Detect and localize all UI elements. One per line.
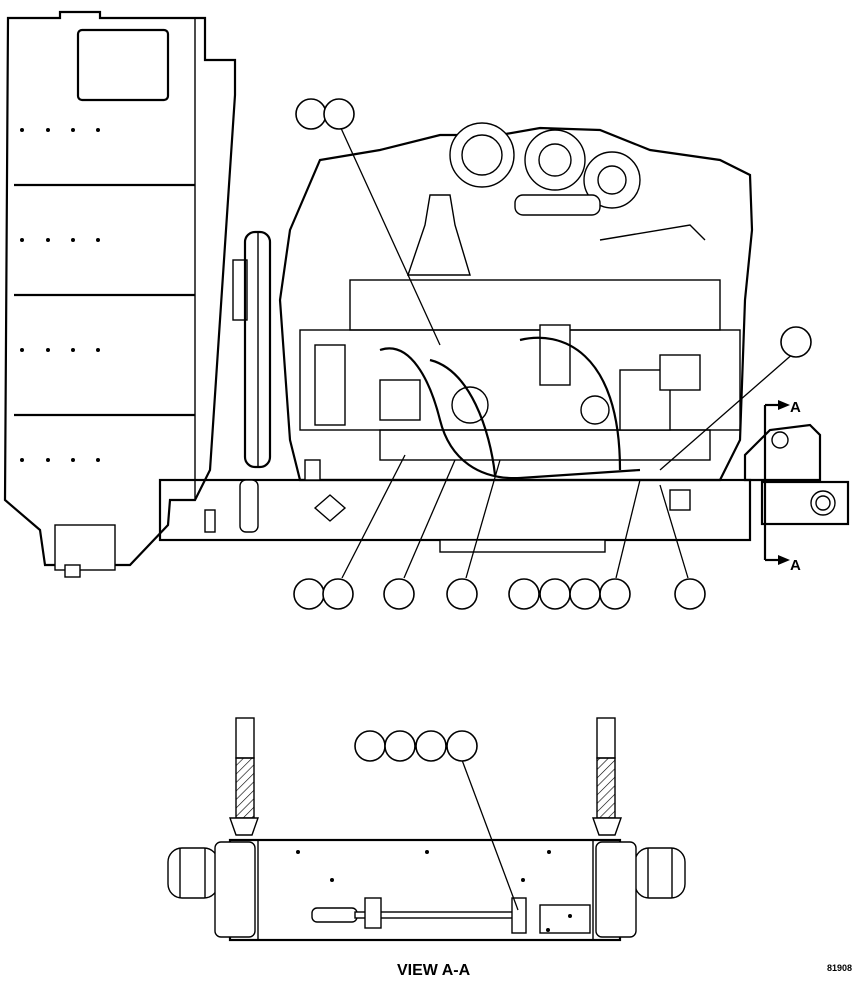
callout-balloon[interactable] bbox=[674, 578, 706, 610]
callout-balloon[interactable] bbox=[599, 578, 631, 610]
callout-balloon[interactable] bbox=[354, 730, 386, 762]
engine-frame-rail bbox=[158, 478, 752, 553]
section-marker-top: A bbox=[790, 399, 801, 416]
right-isolator bbox=[595, 841, 686, 938]
figure-number: 81908 bbox=[827, 963, 852, 973]
turbochargers bbox=[449, 122, 641, 216]
radiator-bolt-holes bbox=[20, 128, 100, 462]
rear-mount-bracket bbox=[743, 423, 850, 526]
view-a-a: VIEW A-A bbox=[167, 717, 686, 979]
radiator-housing bbox=[3, 10, 237, 578]
left-isolator bbox=[167, 841, 256, 938]
callout-balloon[interactable] bbox=[446, 578, 478, 610]
callout-balloons-main bbox=[293, 98, 812, 610]
section-marker-a: A A bbox=[763, 399, 801, 574]
section-marker-bottom: A bbox=[790, 557, 801, 574]
callout-balloon[interactable] bbox=[295, 98, 327, 130]
callout-balloons-view-a-a bbox=[354, 730, 478, 762]
callout-balloon[interactable] bbox=[780, 326, 812, 358]
callout-balloon[interactable] bbox=[508, 578, 540, 610]
fuel-lines bbox=[379, 224, 706, 480]
callout-leaders-main bbox=[339, 125, 796, 579]
callout-balloon[interactable] bbox=[293, 578, 325, 610]
fuel-line-assembly bbox=[311, 897, 591, 934]
callout-balloon[interactable] bbox=[569, 578, 601, 610]
callout-balloon[interactable] bbox=[384, 730, 416, 762]
callout-balloon[interactable] bbox=[322, 578, 354, 610]
fan-pulley bbox=[232, 230, 272, 469]
callout-balloon[interactable] bbox=[383, 578, 415, 610]
callout-balloon[interactable] bbox=[446, 730, 478, 762]
callout-balloon[interactable] bbox=[415, 730, 447, 762]
callout-balloon[interactable] bbox=[539, 578, 571, 610]
view-label: VIEW A-A bbox=[397, 962, 471, 977]
callout-balloon[interactable] bbox=[323, 98, 355, 130]
engine-block bbox=[278, 126, 754, 482]
